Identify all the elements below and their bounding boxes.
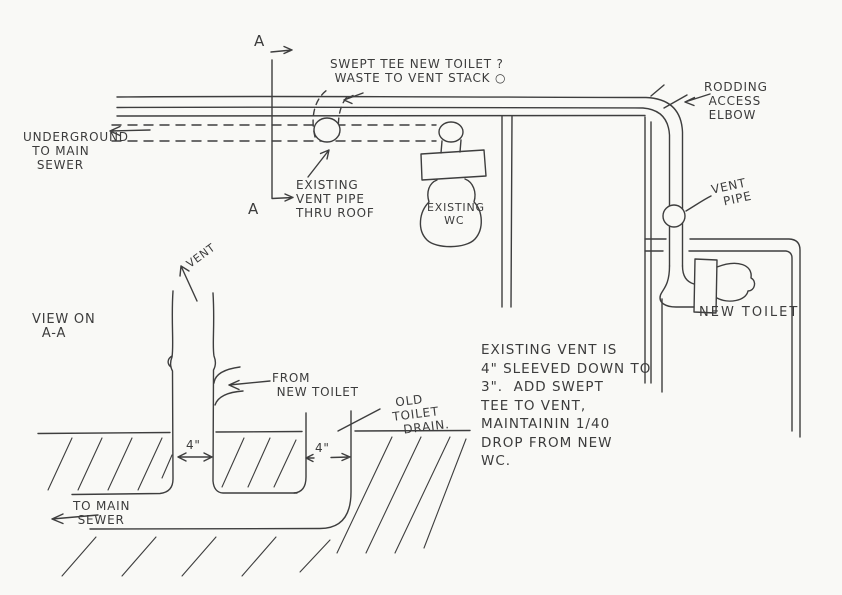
old-drain-left-line [293,412,307,494]
soil-hatch [47,436,467,577]
from-new-toilet-arrow [228,379,271,391]
wall-top [116,114,646,117]
underground-drain-dashed [111,124,437,142]
old-toilet-drain-label: OLD TOILET DRAIN. [390,392,451,438]
new-toilet-label: NEW TOILET [699,305,800,320]
rodding-access-note: RODDING ACCESS ELBOW [704,80,768,122]
ground-line-right [354,429,471,432]
waste-pipe-outer [116,95,684,267]
toilet-room-wall-outer [644,238,801,438]
wall-right [644,116,652,384]
stack-sleeve-curl [167,355,173,368]
section-view [37,265,471,577]
section-arrow-top [270,45,293,55]
ground-line-middle [215,430,303,433]
existing-wc-connector [438,121,464,143]
toilet-room-wall-inner [644,250,793,432]
existing-vent-arrow [307,149,330,178]
vent-pipe-plan-circle [313,117,341,143]
stack-joint-arc-2 [214,390,244,406]
existing-wc-legs [440,139,462,154]
stack-right-line [212,292,298,494]
section-marker-a-top: A [254,32,266,50]
existing-wc-bowl [419,178,482,248]
section-marker-a-bottom: A [248,200,260,218]
existing-wc [419,121,487,248]
rodding-leader [684,93,711,107]
vent-direction-arrow [179,265,198,302]
sleeve-note: EXISTING VENT IS 4" SLEEVED DOWN TO 3". … [481,342,652,469]
dim-left-arrow [177,452,213,462]
toilet-bend-inner [681,265,695,285]
rodding-elbow-cap [650,84,688,109]
new-toilet-cistern [693,258,718,314]
swept-tee-note: SWEPT TEE NEW TOILET ? WASTE TO VENT STA… [330,57,507,85]
old-drain-leader [337,408,381,432]
sewer-bottom-and-drain-right [89,410,352,530]
to-main-sewer-label: TO MAIN SEWER [73,499,131,527]
ground-line-left [37,431,171,435]
stack-joint-arc-1 [213,366,241,384]
vent-pipe-right-circle [662,204,686,228]
stack-left-line [71,290,174,496]
section-arrow-bottom [271,193,294,202]
existing-vent-note: EXISTING VENT PIPE THRU ROOF [296,178,375,220]
new-toilet [693,258,756,314]
waste-note-arrow [343,92,364,105]
waste-pipe-inner [116,106,671,267]
underground-note: UNDERGROUND TO MAIN SEWER [23,130,129,172]
existing-wc-label: EXISTING WC [427,201,485,227]
wall-partition [501,115,513,308]
to-main-sewer-arrow [51,513,99,525]
vent-pipe-leader [685,195,712,212]
from-new-toilet-label: FROM NEW TOILET [272,371,359,399]
dim-right-arrow [305,452,351,463]
dim-left-label: 4" [186,438,201,452]
plan-view [109,45,801,438]
view-on-aa-label: VIEW ON A-A [32,312,96,341]
toilet-bend-outer [659,265,695,308]
existing-wc-cistern [420,149,487,181]
dim-right-label: 4" [315,441,330,455]
new-toilet-bowl [716,262,756,302]
underground-arrow [109,125,151,137]
